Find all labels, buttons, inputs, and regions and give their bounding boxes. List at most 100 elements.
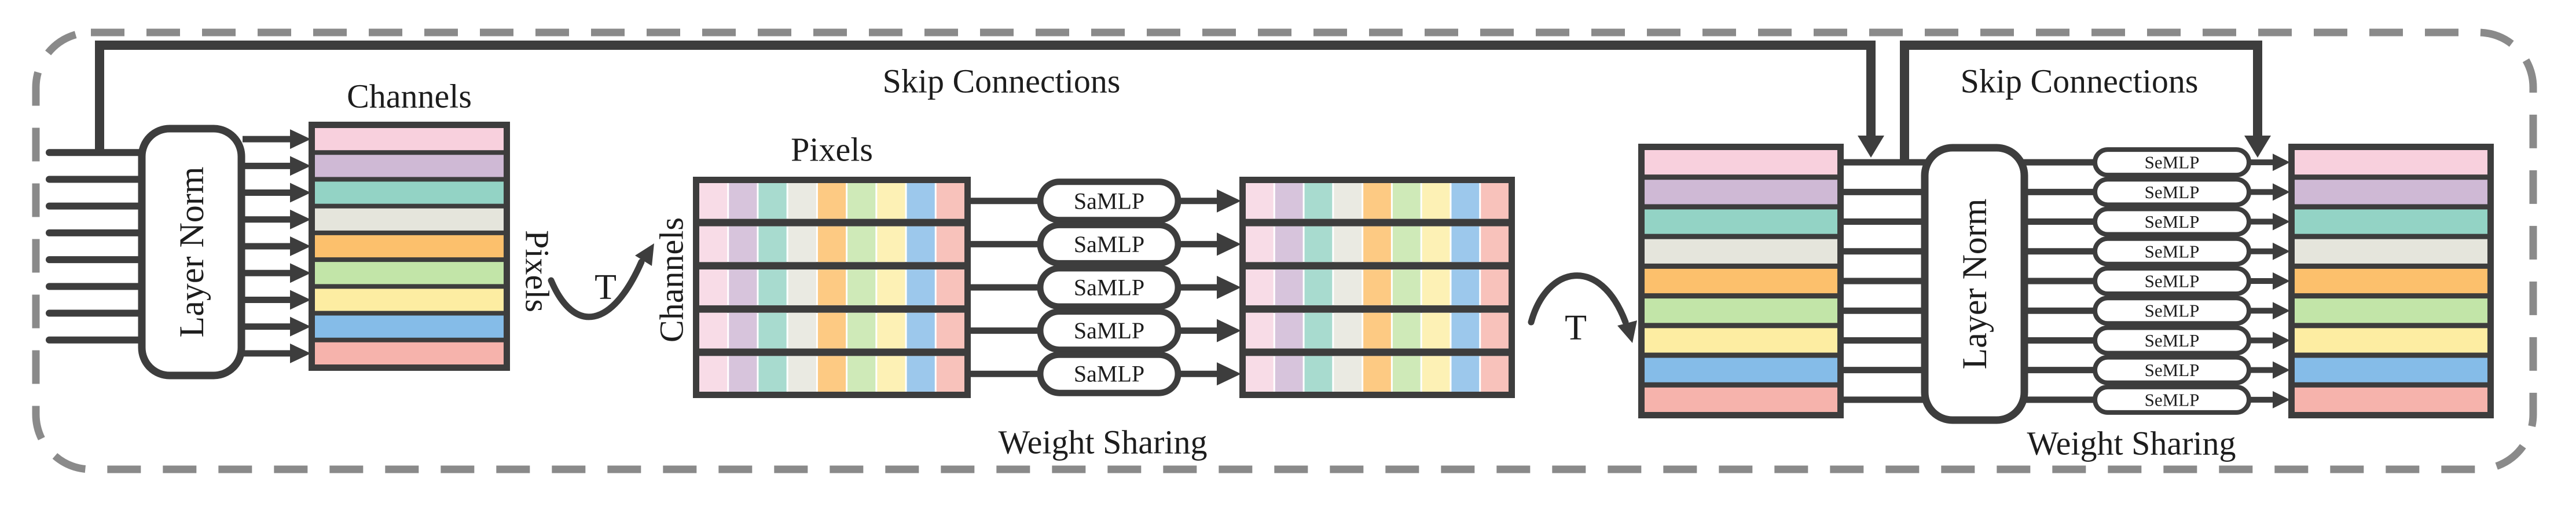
- pixel-stripe: [1334, 312, 1362, 349]
- matrix-row: [2295, 358, 2487, 382]
- semlp-arrow-head: [2273, 331, 2290, 349]
- matrix-row: [315, 342, 504, 364]
- matrix-row: [2295, 298, 2487, 323]
- pixel-stripe: [1392, 183, 1421, 219]
- matrix-row: [1645, 209, 1837, 234]
- pixel-stripe: [817, 226, 846, 262]
- ln1-arrow-head: [290, 263, 311, 283]
- semlp-block-label: SeMLP: [2145, 152, 2200, 173]
- matrix-row: [2295, 387, 2487, 412]
- transpose-arrow-1: T: [548, 243, 654, 320]
- semlp-block: SeMLP: [2093, 236, 2251, 267]
- semlp-arrow-head: [2273, 154, 2290, 172]
- pixel-stripe: [1275, 312, 1303, 349]
- pixel-stripe: [699, 312, 728, 349]
- pixel-stripe: [907, 312, 935, 349]
- samlp-block: SaMLP: [1037, 308, 1181, 353]
- pixel-stripe: [1451, 269, 1480, 305]
- semlp-block: SeMLP: [2093, 177, 2251, 207]
- semlp-arrow-head: [2273, 361, 2290, 379]
- matrix-row: [315, 155, 504, 177]
- pixel-stripe: [1246, 226, 1274, 262]
- transpose-arrow-2-head: [1617, 320, 1637, 343]
- matrix-row: [1645, 180, 1837, 205]
- pixel-matrix-2: [1239, 177, 1515, 398]
- matrix-row: [2295, 180, 2487, 205]
- matrix-row: [315, 315, 504, 338]
- pixel-stripe: [1392, 269, 1421, 305]
- pixel-stripe: [817, 269, 846, 305]
- pixel-stripe: [1334, 269, 1362, 305]
- pixel-stripe: [1363, 226, 1391, 262]
- samlp-block: SaMLP: [1037, 221, 1181, 267]
- semlp-arrow-head: [2273, 242, 2290, 260]
- pixel-stripe: [1275, 226, 1303, 262]
- matrix-row: [315, 181, 504, 204]
- weight-sharing-label-1: Weight Sharing: [999, 424, 1208, 461]
- pixel-stripe: [936, 356, 964, 392]
- semlp-block: SeMLP: [2093, 147, 2251, 178]
- pixel-stripe: [1392, 356, 1421, 392]
- skip-connection-line-2: [1900, 41, 2271, 163]
- pixel-stripe: [1246, 312, 1274, 349]
- pixel-stripe: [1481, 183, 1509, 219]
- samlp-block: SaMLP: [1037, 351, 1181, 396]
- layer-norm-1-output-arrows: [243, 129, 311, 363]
- matrix-row: [1645, 268, 1837, 294]
- pixel-stripe: [847, 312, 876, 349]
- matrix-row: [315, 235, 504, 258]
- semlp-block-label: SeMLP: [2145, 389, 2200, 410]
- matrix-row: [2295, 239, 2487, 264]
- pixel-stripe: [729, 226, 757, 262]
- channels-label-top: Channels: [347, 78, 472, 115]
- samlp-block-label: SaMLP: [1074, 231, 1144, 257]
- pixel-stripe: [788, 183, 816, 219]
- pixel-stripe: [699, 269, 728, 305]
- semlp-block: SeMLP: [2093, 296, 2251, 326]
- input-lines: [46, 149, 148, 344]
- dashed-border: [32, 28, 2537, 473]
- pixel-stripe: [1481, 312, 1509, 349]
- semlp-block-label: SeMLP: [2145, 271, 2200, 291]
- pixel-stripe: [729, 183, 757, 219]
- semlp-block: SeMLP: [2093, 355, 2251, 385]
- pixel-stripe: [699, 183, 728, 219]
- pixel-stripe: [758, 183, 787, 219]
- pixel-stripe: [1363, 269, 1391, 305]
- semlp-block-label: SeMLP: [2145, 211, 2200, 232]
- transpose-label-2: T: [1565, 308, 1587, 348]
- samlp-arrow-head: [1217, 232, 1241, 256]
- transpose-arrow-2-curve: [1528, 272, 1629, 326]
- pixel-stripe: [1304, 226, 1333, 262]
- layer-norm-1-box: [138, 125, 245, 380]
- ln1-arrow-head: [290, 156, 311, 176]
- pixel-stripe: [1246, 183, 1274, 219]
- semlp-arrow-head: [2273, 272, 2290, 290]
- samlp-output-arrows: [1178, 189, 1241, 386]
- matrix-row: [315, 128, 504, 151]
- pixel-stripe: [936, 226, 964, 262]
- semlp-block-label: SeMLP: [2145, 360, 2200, 380]
- semlp-block-label: SeMLP: [2145, 182, 2200, 202]
- semlp-block-label: SeMLP: [2145, 241, 2200, 261]
- transpose-arrow-2: T: [1528, 272, 1637, 348]
- matrix-row: [2295, 328, 2487, 353]
- pixel-stripe: [847, 226, 876, 262]
- pixel-stripe: [1334, 226, 1362, 262]
- transpose-arrow-1-curve: [548, 258, 645, 320]
- skip-connection-path-1: [95, 41, 1876, 154]
- skip-connection-path-2: [1900, 41, 2262, 163]
- matrix-row: [2295, 150, 2487, 175]
- pixel-stripe: [1304, 183, 1333, 219]
- semlp-arrow-head: [2273, 302, 2290, 320]
- layer-norm-1-label: Layer Norm: [173, 167, 211, 338]
- pixel-stripe: [1451, 356, 1480, 392]
- semlp-block-label: SeMLP: [2145, 301, 2200, 321]
- pixel-stripe: [1304, 269, 1333, 305]
- semlp-block: SeMLP: [2093, 384, 2251, 415]
- skip-connections-label-2: Skip Connections: [1961, 63, 2199, 100]
- pixel-stripe: [1422, 312, 1450, 349]
- pixel-stripe: [1363, 356, 1391, 392]
- pixel-stripe: [1334, 356, 1362, 392]
- pixel-stripe: [817, 356, 846, 392]
